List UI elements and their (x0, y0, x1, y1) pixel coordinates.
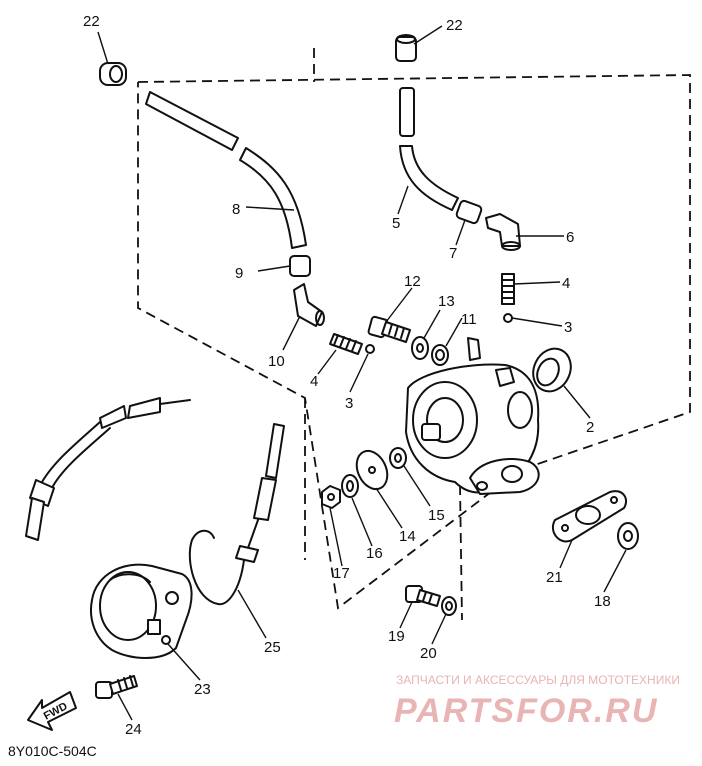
callout-20: 20 (420, 645, 437, 662)
part-7-clamp (455, 199, 483, 225)
part-9-clamp (289, 255, 311, 277)
watermark-tagline: ЗАПЧАСТИ И АКСЕССУАРЫ ДЛЯ МОТОТЕХНИКИ (396, 673, 680, 687)
callout-21: 21 (546, 569, 563, 586)
callout-11: 11 (461, 311, 477, 328)
part-12-bolt (367, 315, 411, 343)
callout-4-right: 4 (562, 275, 570, 292)
part-21-gasket (552, 490, 628, 543)
callout-15: 15 (428, 507, 445, 524)
callout-24: 24 (125, 721, 142, 738)
part-24-screw (95, 675, 138, 699)
callout-8: 8 (232, 201, 240, 218)
callout-16: 16 (366, 545, 383, 562)
leader-lines (97, 25, 627, 721)
part-25-cable (188, 423, 285, 606)
callout-2: 2 (586, 419, 594, 436)
callout-12: 12 (404, 273, 421, 290)
part-3-ball-left (365, 344, 375, 354)
callout-13: 13 (438, 293, 455, 310)
watermark-logo: PARTSFOR.RU (394, 692, 658, 730)
part-22-cap-left (99, 62, 127, 86)
callout-14: 14 (399, 528, 416, 545)
part-3-ball-right (503, 313, 513, 323)
fwd-label: FWD (42, 700, 70, 722)
callout-18: 18 (594, 593, 611, 610)
part-5-hose (399, 87, 459, 211)
callout-4-left: 4 (310, 373, 318, 390)
callout-22-right: 22 (446, 17, 463, 34)
callout-17: 17 (333, 565, 350, 582)
part-8-hose (145, 91, 307, 249)
part-13-washer (411, 336, 429, 360)
oil-pump-body (405, 337, 540, 495)
callout-numbers: 22 22 8 5 6 7 9 12 4 13 11 3 10 4 3 2 15… (83, 13, 611, 738)
callout-10: 10 (268, 353, 285, 370)
part-17-nut (321, 485, 341, 509)
part-18-washer (617, 522, 639, 550)
part-2-oil-seal (532, 347, 572, 393)
part-16-ring (341, 474, 359, 498)
part-19-bolt (405, 585, 441, 607)
callout-23: 23 (194, 681, 211, 698)
callout-25: 25 (264, 639, 281, 656)
callout-19: 19 (388, 628, 405, 645)
callout-6: 6 (566, 229, 574, 246)
callout-3-left: 3 (345, 395, 353, 412)
callout-5: 5 (392, 215, 400, 232)
oil-pump-cable (25, 397, 191, 541)
part-4-spring-left (329, 333, 363, 355)
part-14-plate (355, 449, 389, 491)
part-20-washer (441, 596, 457, 616)
part-15-washer (389, 447, 407, 469)
part-4-spring-right (501, 273, 515, 305)
part-22-cap-right (395, 34, 417, 62)
assembly-boundary (137, 48, 691, 621)
part-6-elbow (485, 213, 521, 251)
part-23-cover (90, 563, 193, 659)
part-11-oring (431, 344, 449, 366)
fwd-direction-arrow: FWD (27, 691, 77, 731)
callout-22-left: 22 (83, 13, 100, 30)
part-10-elbow-fitting (293, 283, 325, 327)
callout-7: 7 (449, 245, 457, 262)
diagram-code: 8Y010C-504C (8, 743, 97, 759)
watermark: ЗАПЧАСТИ И АКСЕССУАРЫ ДЛЯ МОТОТЕХНИКИ PA… (394, 673, 680, 730)
callout-3-right: 3 (564, 319, 572, 336)
callout-9: 9 (235, 265, 243, 282)
